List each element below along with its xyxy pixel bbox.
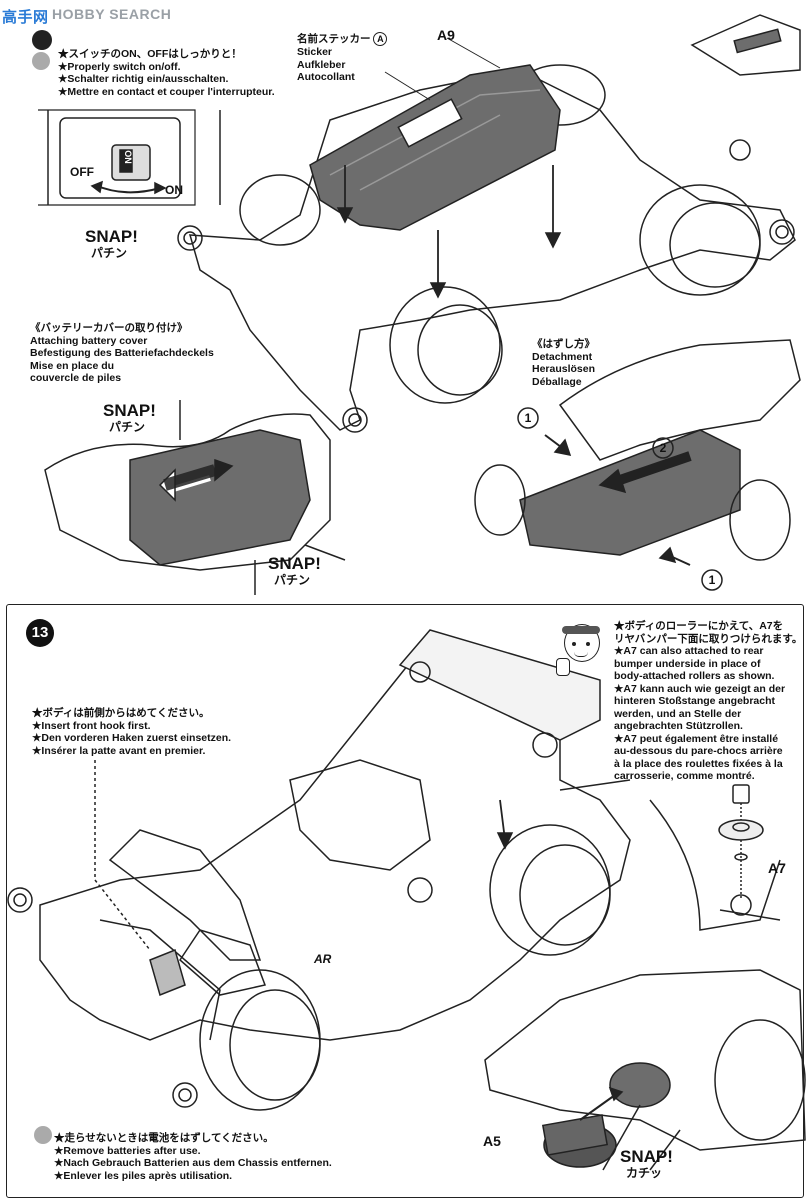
step-number-badge: 13 bbox=[26, 619, 54, 647]
switch-off-label: OFF bbox=[70, 165, 94, 179]
detachment-de: Herauslösen bbox=[532, 363, 596, 375]
battery-cover-caption: 《バッテリーカバーの取り付け》 Attaching battery cover … bbox=[30, 322, 214, 385]
battery-note-fr: ★Enlever les piles après utilisation. bbox=[54, 1169, 233, 1182]
a7-note-line: hinteren Stoßstange angebracht bbox=[614, 695, 776, 707]
a7-note-line: werden, und an Stelle der bbox=[614, 707, 742, 720]
snap-label-2: SNAP! パチン bbox=[103, 401, 156, 435]
snap-text-jp: カチッ bbox=[626, 1166, 663, 1180]
detachment-jp: 《はずし方》 bbox=[532, 338, 595, 350]
switch-instruction-de: ★Schalter richtig ein/ausschalten. bbox=[58, 73, 229, 85]
a7-note-line: ★A7 kann auch wie gezeigt an der bbox=[614, 682, 786, 695]
sticker-label: 名前ステッカー A Sticker Aufkleber Autocollant bbox=[297, 32, 388, 84]
switch-on-label: ON bbox=[165, 183, 183, 197]
sticker-de: Aufkleber bbox=[297, 58, 346, 71]
step-bullet-icon-grey bbox=[32, 52, 50, 70]
snap-label-bottom: SNAP! カチッ bbox=[620, 1147, 673, 1181]
part-a5-label: A5 bbox=[483, 1133, 501, 1149]
snap-text-jp: パチン bbox=[109, 420, 146, 434]
battery-cover-en: Attaching battery cover bbox=[30, 334, 148, 347]
detach-hand bbox=[558, 339, 801, 461]
snap-text-jp: パチン bbox=[274, 573, 311, 587]
a7-note-line: à la place des roulettes fixées à la bbox=[614, 757, 783, 770]
a7-note-line: carrosserie, comme montré. bbox=[614, 770, 755, 782]
body-instruction-fr: ★Insérer la patte avant en premier. bbox=[32, 744, 206, 757]
a7-note-line: bumper underside in place of bbox=[614, 657, 761, 670]
detachment-caption: 《はずし方》 Detachment Herauslösen Déballage bbox=[532, 338, 595, 388]
battery-cover-de: Befestigung des Batteriefachdeckels bbox=[30, 347, 214, 359]
wheel-front-left bbox=[389, 286, 501, 404]
bottom-section-frame bbox=[6, 604, 804, 1198]
car-body-outline bbox=[39, 639, 631, 1041]
step-circle-1b: 1 bbox=[708, 573, 716, 587]
sticker-badge: A bbox=[373, 32, 388, 46]
watermark-text: HOBBY SEARCH bbox=[52, 6, 172, 22]
battery-attach-hand bbox=[44, 413, 331, 571]
rear-wing bbox=[398, 629, 601, 741]
a7-note-line: ★A7 peut également être installé bbox=[614, 732, 779, 745]
body-instructions: ★ボディは前側からはめてください。 ★Insert front hook fir… bbox=[32, 707, 231, 757]
step-bullet-icon-bottom bbox=[34, 1126, 52, 1144]
detachment-fr: Déballage bbox=[532, 375, 582, 388]
a7-note-line: リヤバンパー下面に取りつけられます。 bbox=[614, 632, 803, 645]
snap-label-3: SNAP! パチン bbox=[268, 554, 321, 588]
watermark-logo: 高手网 bbox=[2, 9, 49, 26]
battery-inset-chassis bbox=[484, 969, 806, 1151]
snap-label-1: SNAP! パチン bbox=[85, 227, 138, 261]
snap-text-jp: パチン bbox=[91, 246, 128, 260]
battery-note-de: ★Nach Gebrauch Batterien aus dem Chassis… bbox=[54, 1157, 332, 1169]
body-instruction-jp: ★ボディは前側からはめてください。 bbox=[32, 707, 210, 719]
a7-note-line: angebrachten Stützrollen. bbox=[614, 720, 743, 732]
step-bullet-icon bbox=[32, 30, 52, 50]
part-a7-label: A7 bbox=[768, 860, 786, 876]
snap-text: SNAP! bbox=[620, 1147, 673, 1166]
battery-note-en: ★Remove batteries after use. bbox=[54, 1144, 201, 1157]
step-circle-1: 1 bbox=[524, 411, 532, 425]
a7-notes: ★ボディのローラーにかえて、A7を リヤバンパー下面に取りつけられます。 ★A7… bbox=[614, 620, 802, 783]
switch-instruction-jp: ★スイッチのON、OFFはしっかりと！ bbox=[58, 48, 242, 60]
car-badge-label: AR bbox=[314, 952, 332, 966]
battery-cover-fr1: Mise en place du bbox=[30, 359, 115, 372]
battery-cover-fr2: couvercle de piles bbox=[30, 372, 122, 384]
battery-attach-cover bbox=[129, 429, 311, 566]
snap-text: SNAP! bbox=[268, 554, 321, 573]
snap-text: SNAP! bbox=[85, 227, 138, 246]
battery-note-jp: ★走らせないときは電池をはずしてください。 bbox=[54, 1132, 274, 1144]
sticker-en: Sticker bbox=[297, 46, 333, 58]
mascot-icon bbox=[556, 620, 606, 680]
battery-cover-a9 bbox=[309, 64, 561, 231]
a7-note-line: ★A7 can also attached to rear bbox=[614, 645, 764, 657]
switch-instructions: ★スイッチのON、OFFはしっかりと！ ★Properly switch on/… bbox=[58, 48, 275, 98]
body-instruction-de: ★Den vorderen Haken zuerst einsetzen. bbox=[32, 732, 232, 744]
switch-inset-frame bbox=[38, 109, 196, 206]
snap-text: SNAP! bbox=[103, 401, 156, 420]
switch-instruction-en: ★Properly switch on/off. bbox=[58, 60, 181, 73]
battery-cover-jp: 《バッテリーカバーの取り付け》 bbox=[30, 322, 188, 334]
step-circle-2: 2 bbox=[659, 441, 667, 455]
switch-instruction-fr: ★Mettre en contact et couper l'interrupt… bbox=[58, 85, 275, 98]
body-instruction-en: ★Insert front hook first. bbox=[32, 719, 151, 732]
sticker-fr: Autocollant bbox=[297, 71, 355, 83]
chassis-top-outline bbox=[188, 69, 796, 431]
detachment-en: Detachment bbox=[532, 350, 593, 363]
part-a9-label: A9 bbox=[437, 27, 455, 43]
a7-note-line: au-dessous du pare-chocs arrière bbox=[614, 745, 783, 757]
battery-removal-notes: ★走らせないときは電池をはずしてください。 ★Remove batteries … bbox=[54, 1132, 332, 1182]
sticker-jp: 名前ステッカー bbox=[297, 33, 371, 45]
switch-plate-label: ON bbox=[122, 150, 133, 164]
a7-note-line: body-attached rollers as shown. bbox=[614, 670, 775, 682]
a7-note-line: ★ボディのローラーにかえて、A7を bbox=[614, 620, 784, 632]
